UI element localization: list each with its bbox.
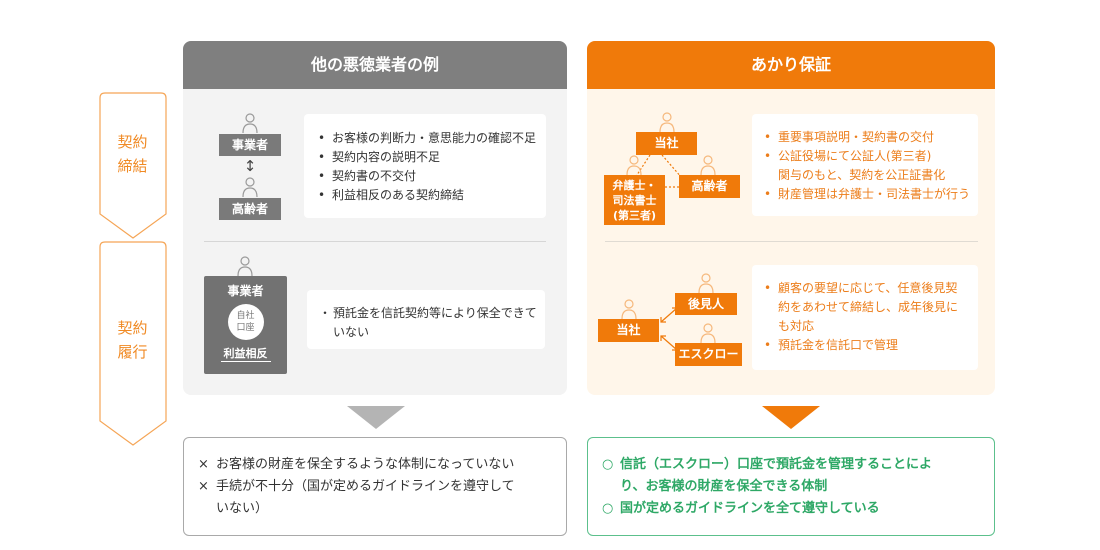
result-line: × お客様の財産を保全するような体制になっていない	[198, 454, 566, 476]
role-lawyer-scrivener: 弁護士・ 司法書士 (第三者)	[604, 175, 665, 225]
role-operator: 事業者	[227, 284, 264, 298]
circle-icon: ○	[602, 501, 614, 516]
circle-icon: ○	[602, 457, 614, 472]
role-escrow: エスクロー	[675, 343, 742, 366]
operator-account-box: 事業者 自社 口座 利益相反	[204, 276, 287, 374]
feature-item: 重要事項説明・契約書の交付	[764, 128, 978, 147]
bad-execution-issue: ・ 預託金を信託契約等により保全できて いない	[307, 290, 545, 349]
feature-item: 公証役場にて公証人(第三者) 関与のもと、契約を公正証書化	[764, 147, 978, 185]
own-account-circle: 自社 口座	[227, 304, 264, 340]
step-arrow-contract-execution	[99, 241, 167, 446]
role-guardian: 後見人	[675, 293, 737, 315]
bad-signing-issues: お客様の判断力・意思能力の確認不足 契約内容の説明不足 契約書の不交付 利益相反…	[304, 114, 546, 218]
conflict-of-interest-label: 利益相反	[220, 346, 271, 362]
feature-item: 顧客の要望に応じて、任意後見契 約をあわせて締結し、成年後見に も対応	[764, 279, 978, 336]
feature-item: 財産管理は弁護士・司法書士が行う	[764, 185, 978, 204]
result-line: × 手続が不十分（国が定めるガイドラインを遵守して いない）	[198, 476, 566, 520]
person-icon	[700, 323, 716, 343]
bad-operator-title: 他の悪徳業者の例	[183, 41, 567, 89]
bad-operator-result: × お客様の財産を保全するような体制になっていない × 手続が不十分（国が定める…	[183, 437, 567, 536]
person-icon	[237, 256, 253, 276]
issue-item: 利益相反のある契約締結	[318, 186, 546, 205]
bidirectional-arrow-icon: ↕	[243, 157, 257, 175]
down-arrow-gray-icon	[347, 406, 405, 429]
result-line: ○ 信託（エスクロー）口座で預託金を管理することによ り、お客様の財産を保全でき…	[602, 454, 994, 498]
feature-item: 預託金を信託口で管理	[764, 336, 978, 355]
akari-signing-features: 重要事項説明・契約書の交付 公証役場にて公証人(第三者) 関与のもと、契約を公正…	[752, 114, 978, 216]
result-line: ○ 国が定めるガイドラインを全て遵守している	[602, 498, 994, 520]
cross-icon: ×	[198, 457, 209, 472]
step-label-contract-signing: 契約 締結	[117, 133, 148, 175]
section-divider	[204, 241, 546, 242]
role-operator: 事業者	[219, 134, 281, 156]
section-divider	[605, 241, 978, 242]
person-icon	[700, 155, 716, 175]
person-icon	[621, 299, 637, 319]
step-arrow-contract-signing	[99, 92, 167, 239]
down-arrow-orange-icon	[762, 406, 820, 429]
akari-result: ○ 信託（エスクロー）口座で預託金を管理することによ り、お客様の財産を保全でき…	[587, 437, 995, 536]
person-icon	[242, 113, 258, 133]
issue-item: 契約書の不交付	[318, 167, 546, 186]
person-icon	[626, 155, 642, 175]
cross-icon: ×	[198, 479, 209, 494]
bullet-mark: ・	[319, 306, 332, 320]
akari-guarantee-title: あかり保証	[587, 41, 995, 89]
issue-item: 契約内容の説明不足	[318, 148, 546, 167]
step-label-contract-execution: 契約 履行	[117, 319, 148, 361]
role-our-company: 当社	[598, 319, 659, 342]
person-icon	[698, 273, 714, 293]
person-icon	[659, 112, 675, 132]
dotted-connector-lines	[634, 154, 683, 188]
akari-execution-features: 顧客の要望に応じて、任意後見契 約をあわせて締結し、成年後見に も対応 預託金を…	[752, 265, 978, 370]
role-elderly: 高齢者	[679, 175, 740, 198]
issue-item: お客様の判断力・意思能力の確認不足	[318, 129, 546, 148]
role-elderly: 高齢者	[219, 198, 281, 220]
person-icon	[242, 177, 258, 197]
role-our-company: 当社	[636, 132, 697, 155]
